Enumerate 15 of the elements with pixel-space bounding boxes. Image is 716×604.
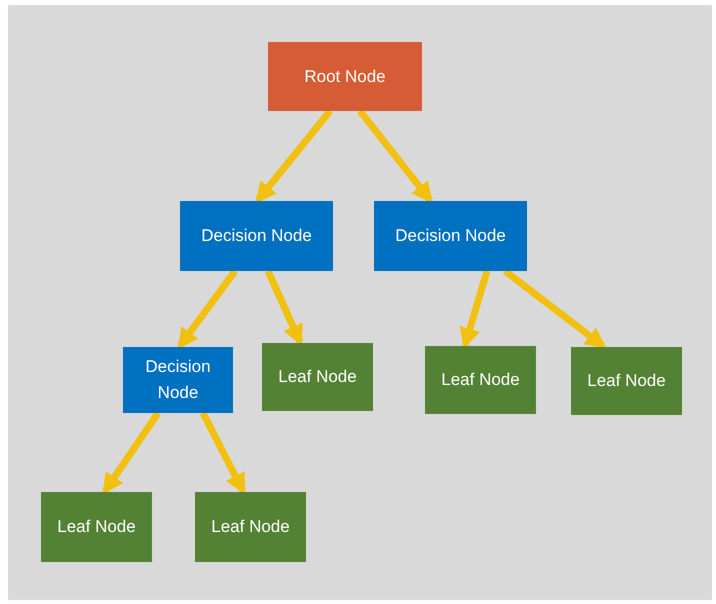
leaf-box: Leaf Node [262, 343, 373, 411]
leaf-box: Leaf Node [425, 346, 536, 414]
arrow [264, 270, 304, 346]
arrow [255, 108, 333, 204]
decision-box: Decision Node [374, 201, 527, 271]
leaf-box: Leaf Node [41, 492, 152, 562]
decision-box: Decision Node [123, 347, 233, 413]
root-box: Root Node [268, 42, 422, 111]
arrow [177, 268, 238, 350]
arrow [357, 108, 433, 204]
decision-box: Decision Node [180, 201, 333, 271]
arrow [102, 411, 161, 494]
arrow [200, 411, 246, 495]
leaf-box: Leaf Node [571, 347, 682, 415]
leaf-box: Leaf Node [195, 492, 306, 562]
